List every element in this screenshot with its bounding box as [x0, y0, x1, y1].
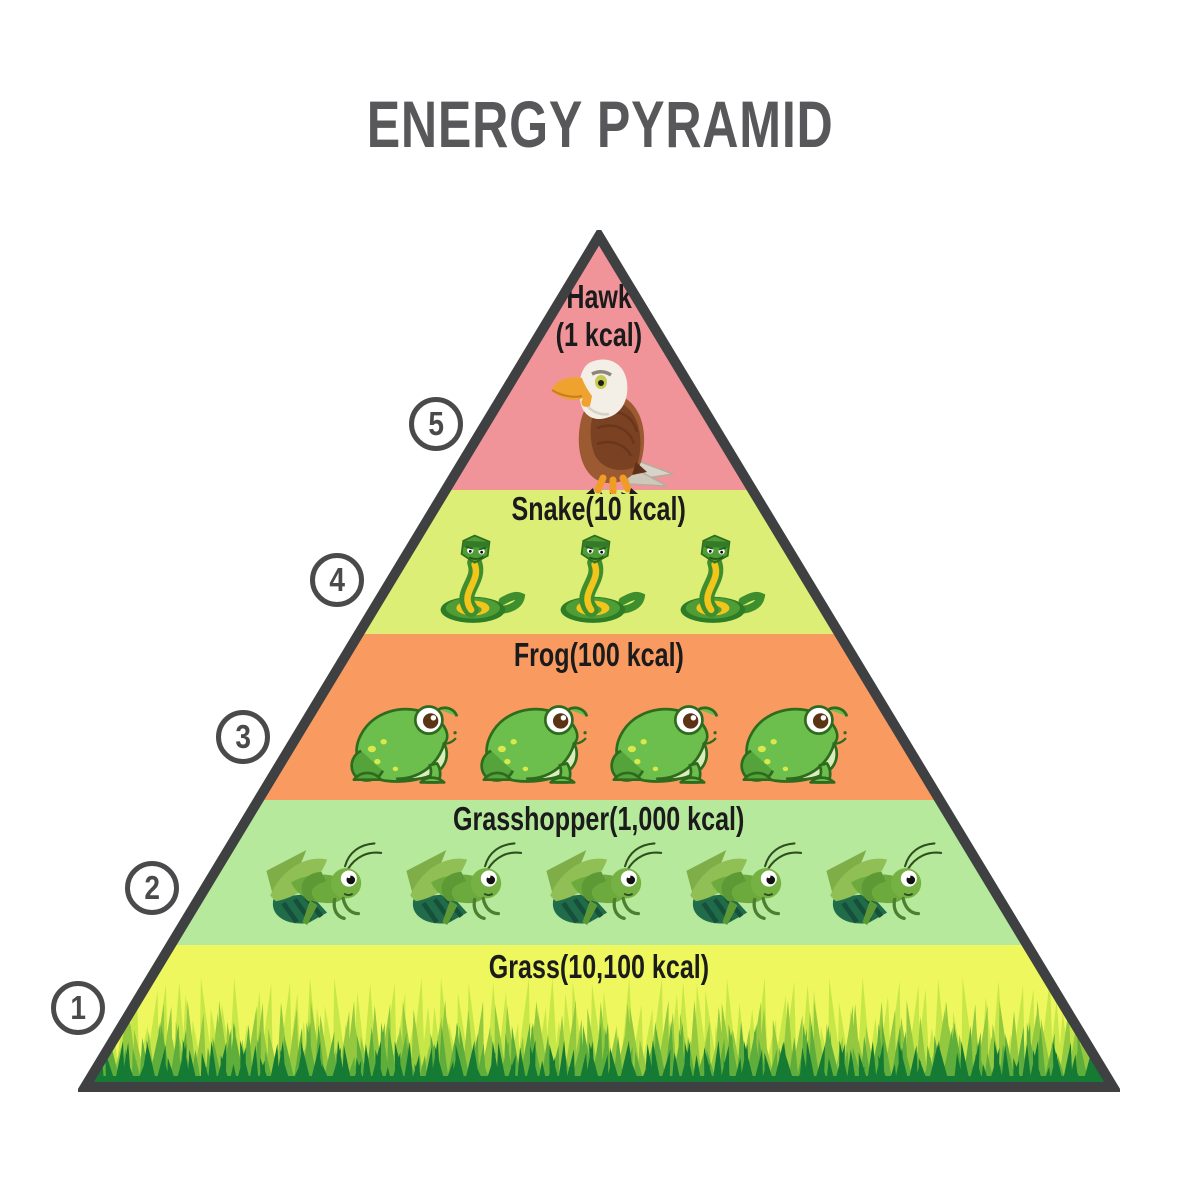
- level-number-5: 5: [409, 397, 463, 451]
- snake-illustration-row: [78, 530, 1120, 630]
- level-label-grasshopper: Grasshopper(1,000 kcal): [453, 800, 745, 837]
- level-label-frog: Frog(100 kcal): [513, 636, 685, 673]
- frog-icon: [473, 694, 595, 794]
- snake-icon: [431, 532, 527, 630]
- level-number-2: 2: [125, 861, 179, 915]
- grasshopper-icon: [535, 840, 663, 936]
- page-title: ENERGY PYRAMID: [366, 87, 834, 161]
- grasshopper-icon: [675, 840, 803, 936]
- hawk-icon: [549, 356, 675, 494]
- snake-icon: [551, 532, 647, 630]
- level-number-1: 1: [51, 981, 105, 1035]
- pyramid: Hawk (1 kcal): [78, 230, 1120, 1092]
- grasshopper-icon: [395, 840, 523, 936]
- level-number-4: 4: [310, 553, 364, 607]
- pyramid-body: Hawk (1 kcal): [78, 230, 1120, 1092]
- level-label-snake: Snake(10 kcal): [511, 490, 687, 527]
- snake-icon: [671, 532, 767, 630]
- level-label-grass: Grass(10,100 kcal): [488, 948, 710, 985]
- level-number-3: 3: [216, 710, 270, 764]
- grasshopper-illustration-row: [78, 836, 1120, 936]
- level-label-hawk: Hawk (1 kcal): [555, 278, 643, 353]
- hawk-illustration-row: [78, 356, 1120, 494]
- grasshopper-icon: [815, 840, 943, 936]
- grasshopper-icon: [255, 840, 383, 936]
- frog-icon: [343, 694, 465, 794]
- frog-icon: [603, 694, 725, 794]
- frog-icon: [733, 694, 855, 794]
- grass-illustration: [78, 977, 1120, 1092]
